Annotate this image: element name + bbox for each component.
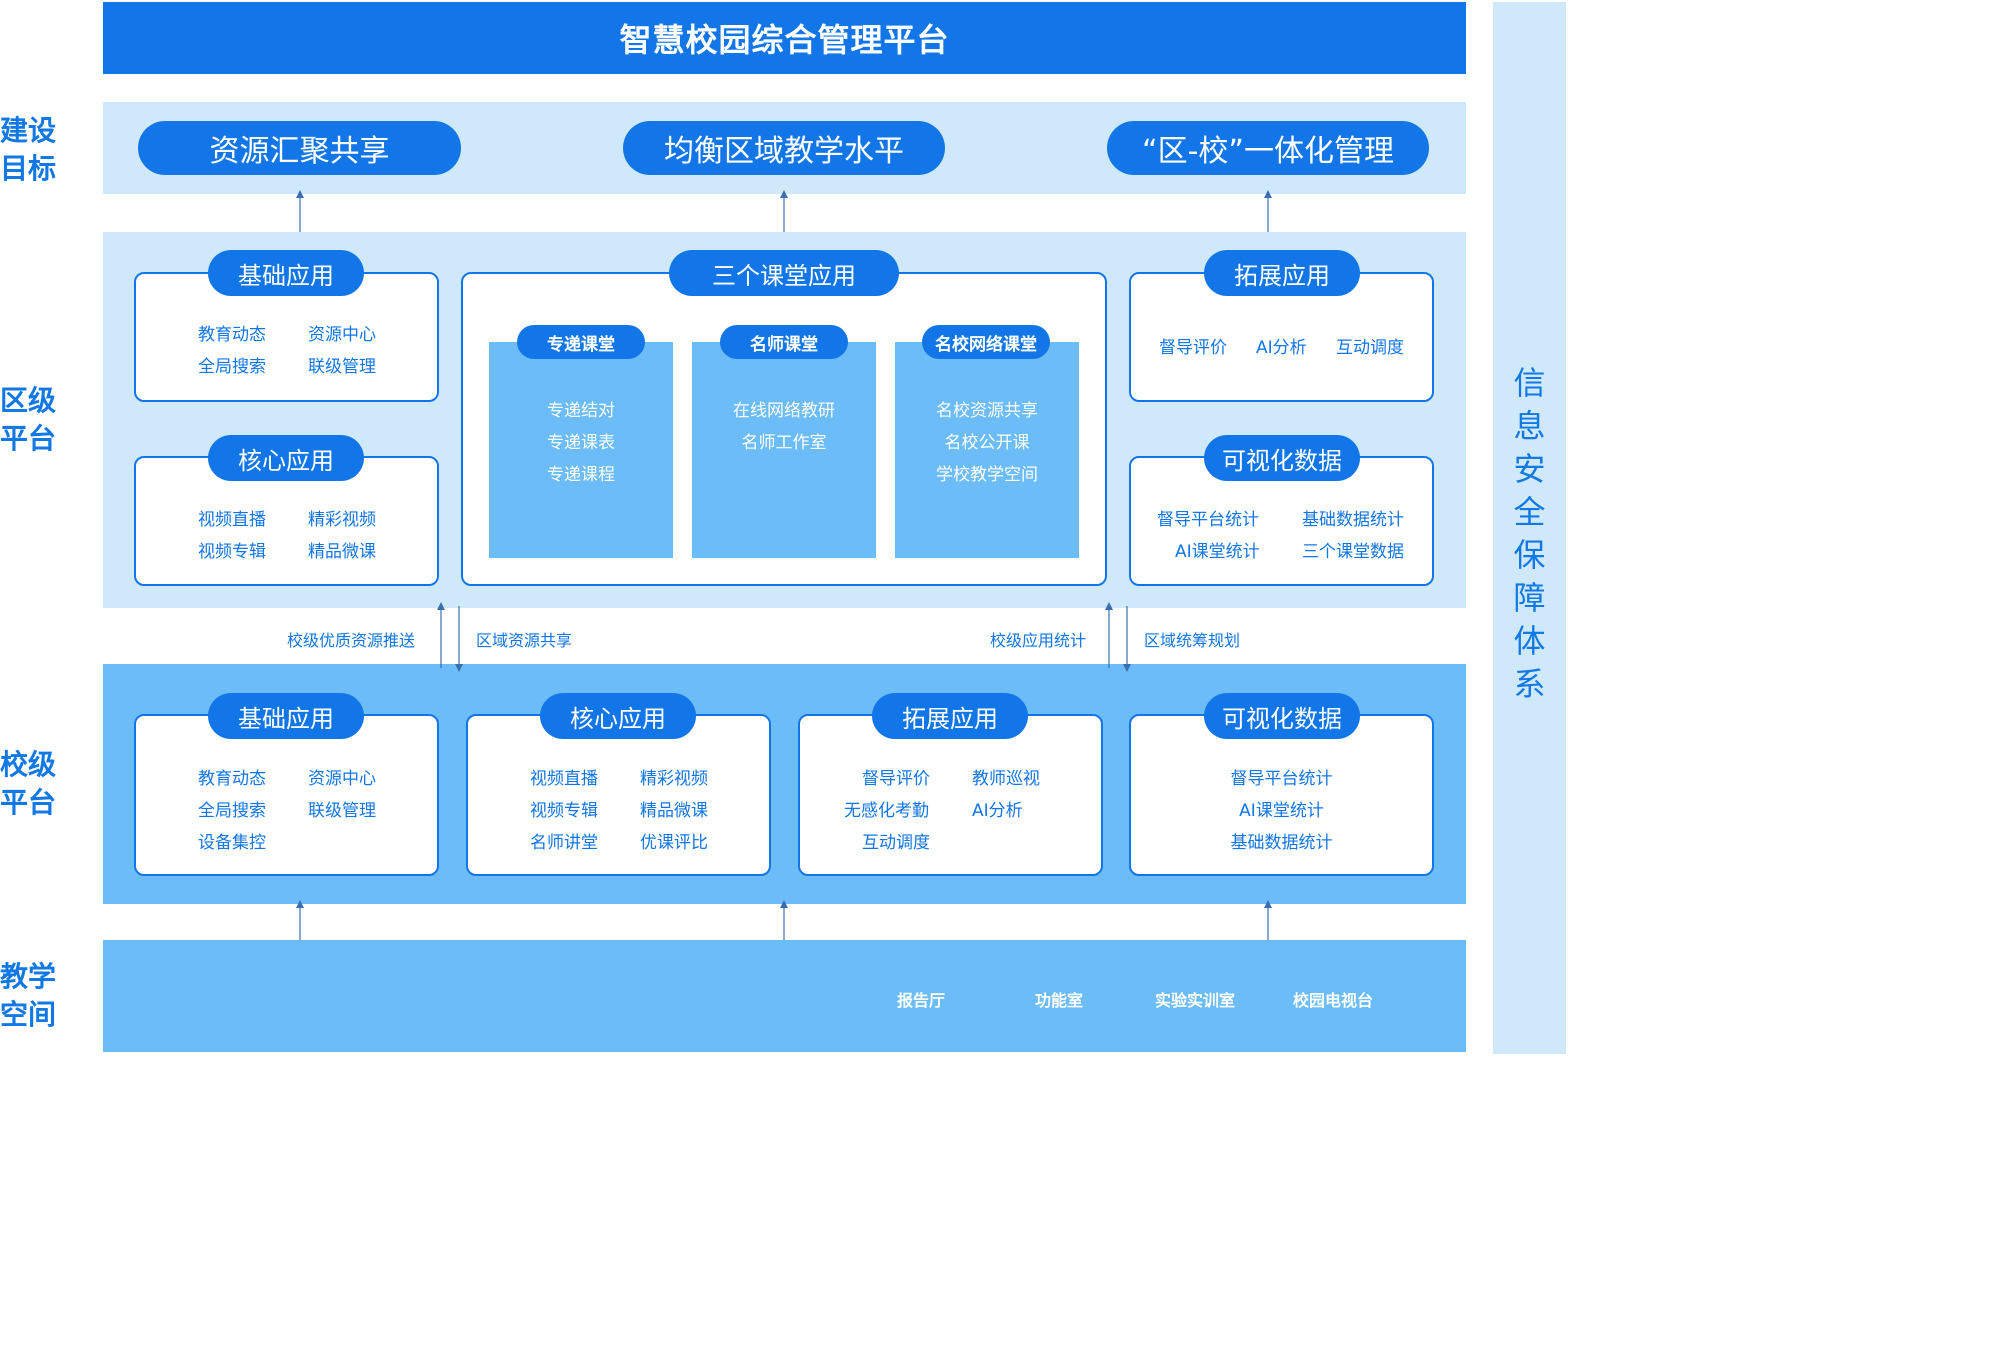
district-core-title: 核心应用	[208, 435, 364, 481]
security-system-label: 信 息 安 全 保 障 体 系	[1493, 362, 1566, 706]
school-visual-item: 基础数据统计	[1230, 833, 1333, 853]
flow-label-school-app-stats: 校级应用统计	[990, 631, 1087, 650]
district-visual-item: 督导平台统计	[1157, 510, 1259, 530]
space-function-room: 功能室	[1035, 991, 1084, 1010]
security-char: 体	[1513, 622, 1546, 660]
classroom-item: 专递结对	[547, 401, 615, 421]
school-extend-item: 督导评价	[862, 769, 930, 789]
security-char: 全	[1513, 493, 1546, 531]
school-extend-item: 教师巡视	[972, 769, 1040, 789]
classroom-item: 专递课程	[547, 465, 615, 485]
flow-label-regional-resource-sharing: 区域资源共享	[476, 631, 573, 650]
classroom-column-famous-school: 名校资源共享 名校公开课 学校教学空间	[895, 342, 1079, 558]
school-visual-item: AI课堂统计	[1239, 801, 1324, 821]
district-core-item: 视频专辑	[198, 542, 266, 562]
school-visual-title: 可视化数据	[1204, 693, 1360, 739]
district-extend-item: 督导评价	[1159, 338, 1227, 358]
classroom-column-famous-teacher: 在线网络教研 名师工作室	[692, 342, 876, 558]
school-extend-item: 互动调度	[862, 833, 930, 853]
row-label-line: 平台	[0, 786, 57, 819]
goal-balanced-teaching: 均衡区域教学水平	[623, 121, 945, 175]
district-core-item: 视频直播	[198, 510, 266, 530]
security-char: 保	[1513, 536, 1546, 574]
security-char: 信	[1513, 364, 1546, 402]
school-core-card: 视频直播 精彩视频 视频专辑 精品微课 名师讲堂 优课评比	[466, 714, 771, 876]
row-label-district: 区级 平台	[0, 382, 62, 458]
platform-title: 智慧校园综合管理平台	[103, 2, 1466, 74]
school-basic-item: 全局搜索	[198, 801, 266, 821]
school-core-item: 优课评比	[640, 833, 708, 853]
district-three-classrooms-title: 三个课堂应用	[669, 250, 899, 296]
school-basic-item: 资源中心	[308, 769, 376, 789]
classroom-item: 名校资源共享	[936, 401, 1038, 421]
row-label-line: 区级	[0, 384, 57, 417]
district-basic-item: 联级管理	[308, 357, 376, 377]
district-visual-item: 三个课堂数据	[1302, 542, 1404, 562]
district-visual-title: 可视化数据	[1204, 435, 1360, 481]
classroom-item: 名师工作室	[741, 433, 827, 453]
school-basic-item: 设备集控	[198, 833, 266, 853]
school-core-item: 精彩视频	[640, 769, 708, 789]
district-extend-title: 拓展应用	[1204, 250, 1360, 296]
row-label-line: 目标	[0, 152, 57, 185]
district-basic-item: 全局搜索	[198, 357, 266, 377]
classroom-famous-teacher-title: 名师课堂	[720, 325, 848, 359]
goal-integrated-management: “区-校”一体化管理	[1107, 121, 1429, 175]
classroom-famous-school-title: 名校网络课堂	[922, 325, 1050, 359]
district-extend-item: 互动调度	[1336, 338, 1404, 358]
row-label-space: 教学 空间	[0, 958, 62, 1034]
school-core-item: 视频直播	[530, 769, 598, 789]
teaching-space-band	[103, 940, 1466, 1052]
school-basic-title: 基础应用	[208, 693, 364, 739]
district-visual-item: 基础数据统计	[1302, 510, 1404, 530]
district-core-item: 精彩视频	[308, 510, 376, 530]
school-core-item: 名师讲堂	[530, 833, 598, 853]
district-core-item: 精品微课	[308, 542, 376, 562]
district-extend-item: AI分析	[1256, 338, 1307, 358]
space-lecture-hall: 报告厅	[897, 991, 946, 1010]
row-label-line: 空间	[0, 998, 57, 1031]
classroom-item: 在线网络教研	[733, 401, 835, 421]
classroom-column-dedicated: 专递结对 专递课表 专递课程	[489, 342, 673, 558]
school-basic-card: 教育动态 资源中心 全局搜索 联级管理 设备集控	[134, 714, 439, 876]
district-basic-item: 资源中心	[308, 325, 376, 345]
district-basic-card: 教育动态 资源中心 全局搜索 联级管理	[134, 272, 439, 402]
district-visual-item: AI课堂统计	[1175, 542, 1260, 562]
classroom-item: 学校教学空间	[936, 465, 1038, 485]
school-basic-item: 联级管理	[308, 801, 376, 821]
school-basic-item: 教育动态	[198, 769, 266, 789]
row-label-line: 平台	[0, 422, 57, 455]
security-char: 安	[1513, 450, 1546, 488]
flow-label-regional-planning: 区域统筹规划	[1144, 631, 1241, 650]
flow-label-school-resource-push: 校级优质资源推送	[287, 631, 416, 650]
classroom-item: 专递课表	[547, 433, 615, 453]
security-char: 障	[1513, 579, 1546, 617]
row-label-school: 校级 平台	[0, 746, 62, 822]
district-basic-title: 基础应用	[208, 250, 364, 296]
school-extend-title: 拓展应用	[872, 693, 1028, 739]
school-extend-item: AI分析	[972, 801, 1023, 821]
school-core-title: 核心应用	[540, 693, 696, 739]
school-core-item: 视频专辑	[530, 801, 598, 821]
security-char: 息	[1513, 407, 1546, 445]
classroom-dedicated-title: 专递课堂	[517, 325, 645, 359]
school-extend-card: 督导评价 教师巡视 无感化考勤 AI分析 互动调度	[798, 714, 1103, 876]
row-label-line: 校级	[0, 748, 57, 781]
school-visual-item: 督导平台统计	[1230, 769, 1333, 789]
row-label-line: 建设	[0, 114, 57, 147]
space-training-lab: 实验实训室	[1155, 991, 1236, 1010]
row-label-goal: 建设 目标	[0, 112, 62, 188]
school-core-item: 精品微课	[640, 801, 708, 821]
space-tv-station: 校园电视台	[1293, 991, 1374, 1010]
school-extend-item: 无感化考勤	[844, 801, 929, 821]
goal-resource-sharing: 资源汇聚共享	[138, 121, 461, 175]
row-label-line: 教学	[0, 960, 57, 993]
district-basic-item: 教育动态	[198, 325, 266, 345]
classroom-item: 名校公开课	[944, 433, 1030, 453]
school-visual-card: 督导平台统计 AI课堂统计 基础数据统计	[1129, 714, 1434, 876]
security-system-column: 信 息 安 全 保 障 体 系	[1493, 2, 1566, 1054]
security-char: 系	[1513, 665, 1546, 703]
